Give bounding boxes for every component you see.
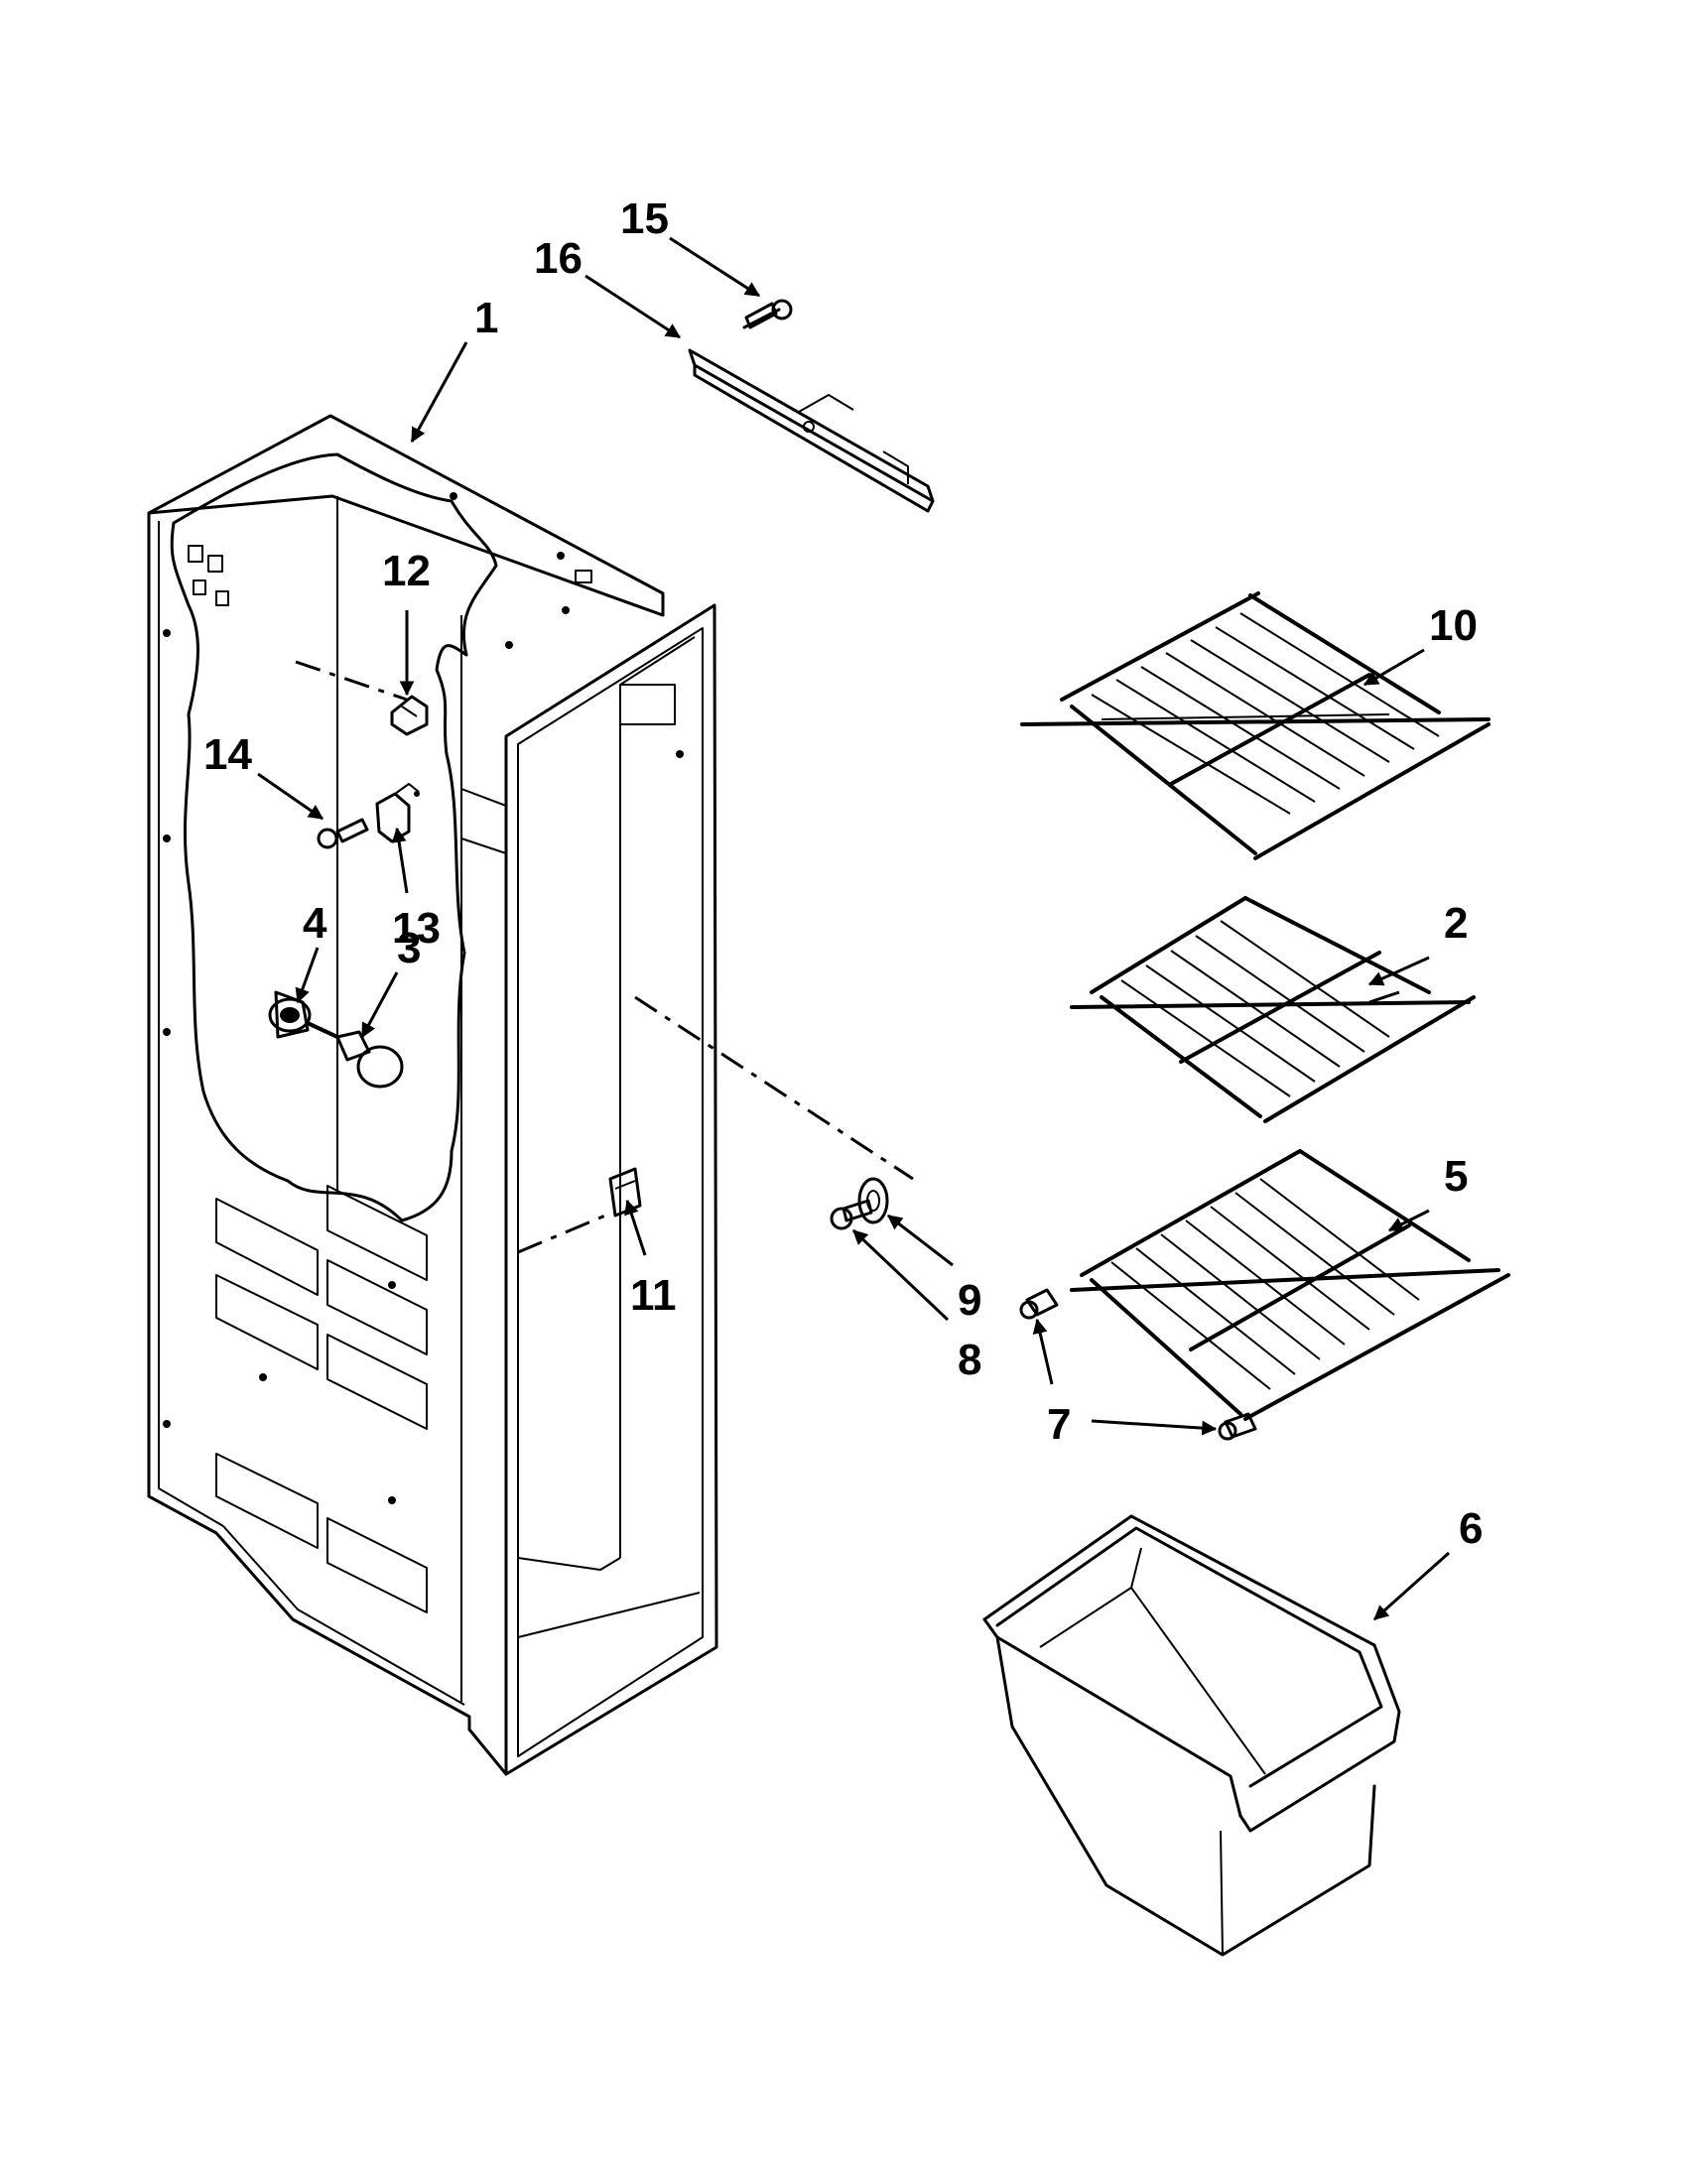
wire-shelf-lower bbox=[1070, 1149, 1510, 1421]
wire-shelf-middle bbox=[1070, 896, 1476, 1123]
bracket-screw bbox=[317, 818, 369, 849]
callout-13: 13 bbox=[392, 904, 441, 953]
callout-6: 6 bbox=[1459, 1504, 1483, 1553]
callout-1: 1 bbox=[474, 294, 498, 342]
shelf-screw bbox=[830, 1199, 873, 1230]
shelf-support-upper bbox=[1019, 1288, 1059, 1320]
light-bulb bbox=[335, 1030, 404, 1089]
callout-11: 11 bbox=[630, 1271, 677, 1320]
callout-9: 9 bbox=[958, 1276, 981, 1325]
rail-slots bbox=[215, 1185, 428, 1613]
callout-15: 15 bbox=[620, 194, 669, 243]
callout-16: 16 bbox=[534, 234, 583, 283]
freezer-liner bbox=[147, 414, 718, 1776]
callout-7: 7 bbox=[1047, 1400, 1071, 1449]
callout-4: 4 bbox=[303, 899, 327, 948]
socket-bracket bbox=[375, 783, 420, 843]
callouts: 1 2 3 4 5 6 7 8 9 10 11 12 13 14 15 16 bbox=[203, 194, 1483, 1553]
screw bbox=[742, 299, 793, 329]
clip bbox=[390, 695, 429, 736]
callout-3: 3 bbox=[397, 924, 421, 972]
wire-shelf-top bbox=[1020, 591, 1491, 860]
leader-lines bbox=[257, 236, 1450, 1621]
callout-10: 10 bbox=[1429, 601, 1478, 650]
callout-5: 5 bbox=[1444, 1152, 1468, 1201]
callout-14: 14 bbox=[203, 730, 252, 779]
light-socket bbox=[268, 990, 339, 1039]
callout-2: 2 bbox=[1444, 899, 1468, 948]
freezer-bin bbox=[982, 1514, 1401, 1957]
switch bbox=[608, 1167, 642, 1218]
callout-8: 8 bbox=[958, 1336, 981, 1384]
shelf-support-lower bbox=[1218, 1412, 1257, 1441]
callout-12: 12 bbox=[382, 547, 431, 595]
bracket-rail bbox=[688, 348, 935, 513]
